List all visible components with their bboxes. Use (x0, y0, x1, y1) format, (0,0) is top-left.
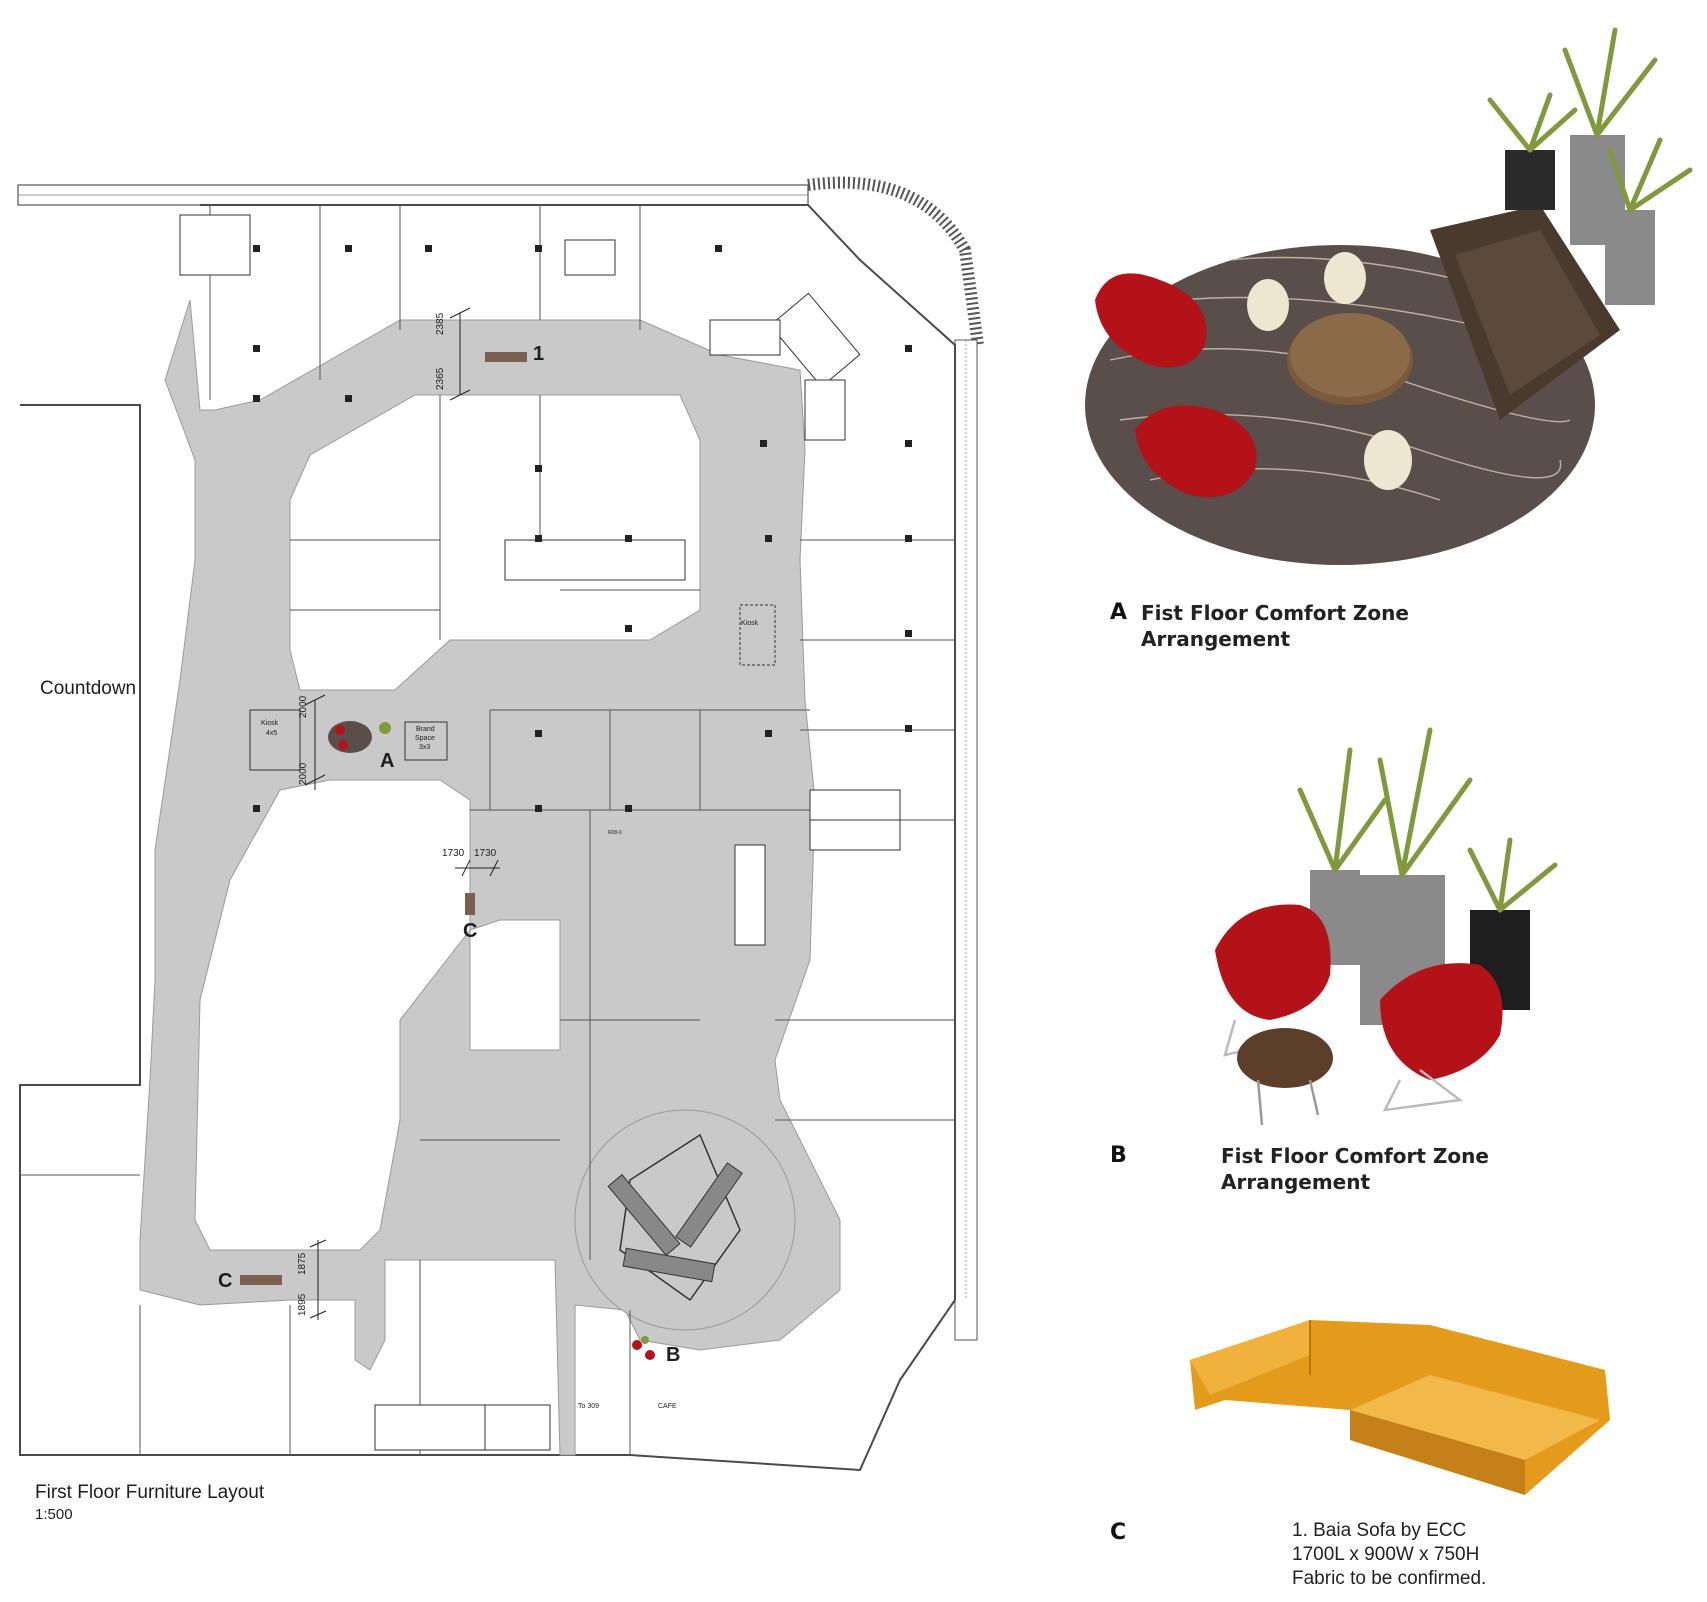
kiosk-box (249, 709, 301, 771)
anchor-label: Countdown (40, 678, 137, 699)
dim-2385: 2385 (435, 312, 446, 335)
building-outline (19, 204, 956, 1472)
illustration-c (1190, 1320, 1610, 1495)
plan-furniture-a (328, 721, 372, 753)
columns (253, 245, 912, 812)
to-label: To 309 (578, 1403, 600, 1410)
plan-furniture-b (632, 1336, 655, 1360)
cafe-label: CAFE (658, 1403, 677, 1410)
marker-one: 1 (533, 343, 545, 365)
item-b-letter: B (1110, 1143, 1127, 1168)
brand-label-3: 3x3 (419, 744, 431, 751)
stool (1324, 252, 1366, 304)
item-a-letter: A (1110, 600, 1128, 625)
brand-label-2: Space (415, 735, 435, 742)
dim-1730a: 1730 (442, 848, 465, 859)
marker-a: A (380, 750, 395, 772)
dimension-marks (304, 307, 500, 1320)
dim-1895: 1895 (297, 1293, 308, 1316)
room-walls (20, 205, 955, 1455)
marker-c2: C (218, 1270, 233, 1292)
item-a-caption-1: Fist Floor Comfort Zone (1141, 601, 1409, 625)
plan-title: First Floor Furniture Layout (35, 1482, 265, 1503)
item-a-caption-2: Arrangement (1141, 627, 1291, 651)
dim-2000a: 2000 (298, 695, 309, 718)
atrium-circle (574, 1109, 796, 1331)
plan-sofa-1 (485, 352, 527, 362)
dim-1875: 1875 (297, 1252, 308, 1275)
floor-plan (17, 176, 984, 1472)
kiosk-box-2 (739, 604, 776, 666)
item-c-letter: C (1110, 1520, 1127, 1545)
plan-sofa-c2 (240, 1275, 282, 1285)
dim-1730b: 1730 (474, 848, 497, 859)
plan-top-edge (17, 176, 984, 1341)
red-chair (1380, 963, 1503, 1080)
plan-scale: 1:500 (35, 1506, 73, 1523)
item-c-spec-2: 1700L x 900W x 750H (1292, 1544, 1480, 1565)
kiosk-label-2: Kiosk (741, 620, 759, 627)
red-chair (1215, 904, 1331, 1020)
planter (1605, 210, 1655, 305)
plan-sofa-c1 (465, 893, 475, 915)
item-b-caption-1: Fist Floor Comfort Zone (1221, 1144, 1489, 1168)
stool (1247, 279, 1289, 331)
item-b-caption-2: Arrangement (1221, 1170, 1371, 1194)
marker-b: B (666, 1344, 681, 1366)
planter (1505, 150, 1555, 210)
red-chair (1135, 405, 1257, 498)
stairs (179, 214, 901, 1451)
stool (1364, 430, 1412, 490)
escalator-star (619, 1133, 741, 1302)
side-table (1237, 1028, 1333, 1088)
marker-c1: C (463, 920, 478, 942)
brand-label-1: Brand (416, 726, 435, 733)
brand-space-box (404, 721, 448, 761)
red-chair (1095, 273, 1207, 368)
item-c-spec-3: Fabric to be confirmed. (1292, 1568, 1487, 1589)
kiosk-label: Kiosk (261, 720, 279, 727)
illustration-b (1215, 727, 1558, 1126)
item-c-spec-1: 1. Baia Sofa by ECC (1292, 1520, 1467, 1541)
dim-2365: 2365 (435, 367, 446, 390)
dim-2000b: 2000 (298, 762, 309, 785)
small-room-label: R08-0 (608, 830, 622, 836)
illustration-a (1085, 27, 1693, 565)
kiosk-size-label: 4x5 (266, 730, 278, 737)
